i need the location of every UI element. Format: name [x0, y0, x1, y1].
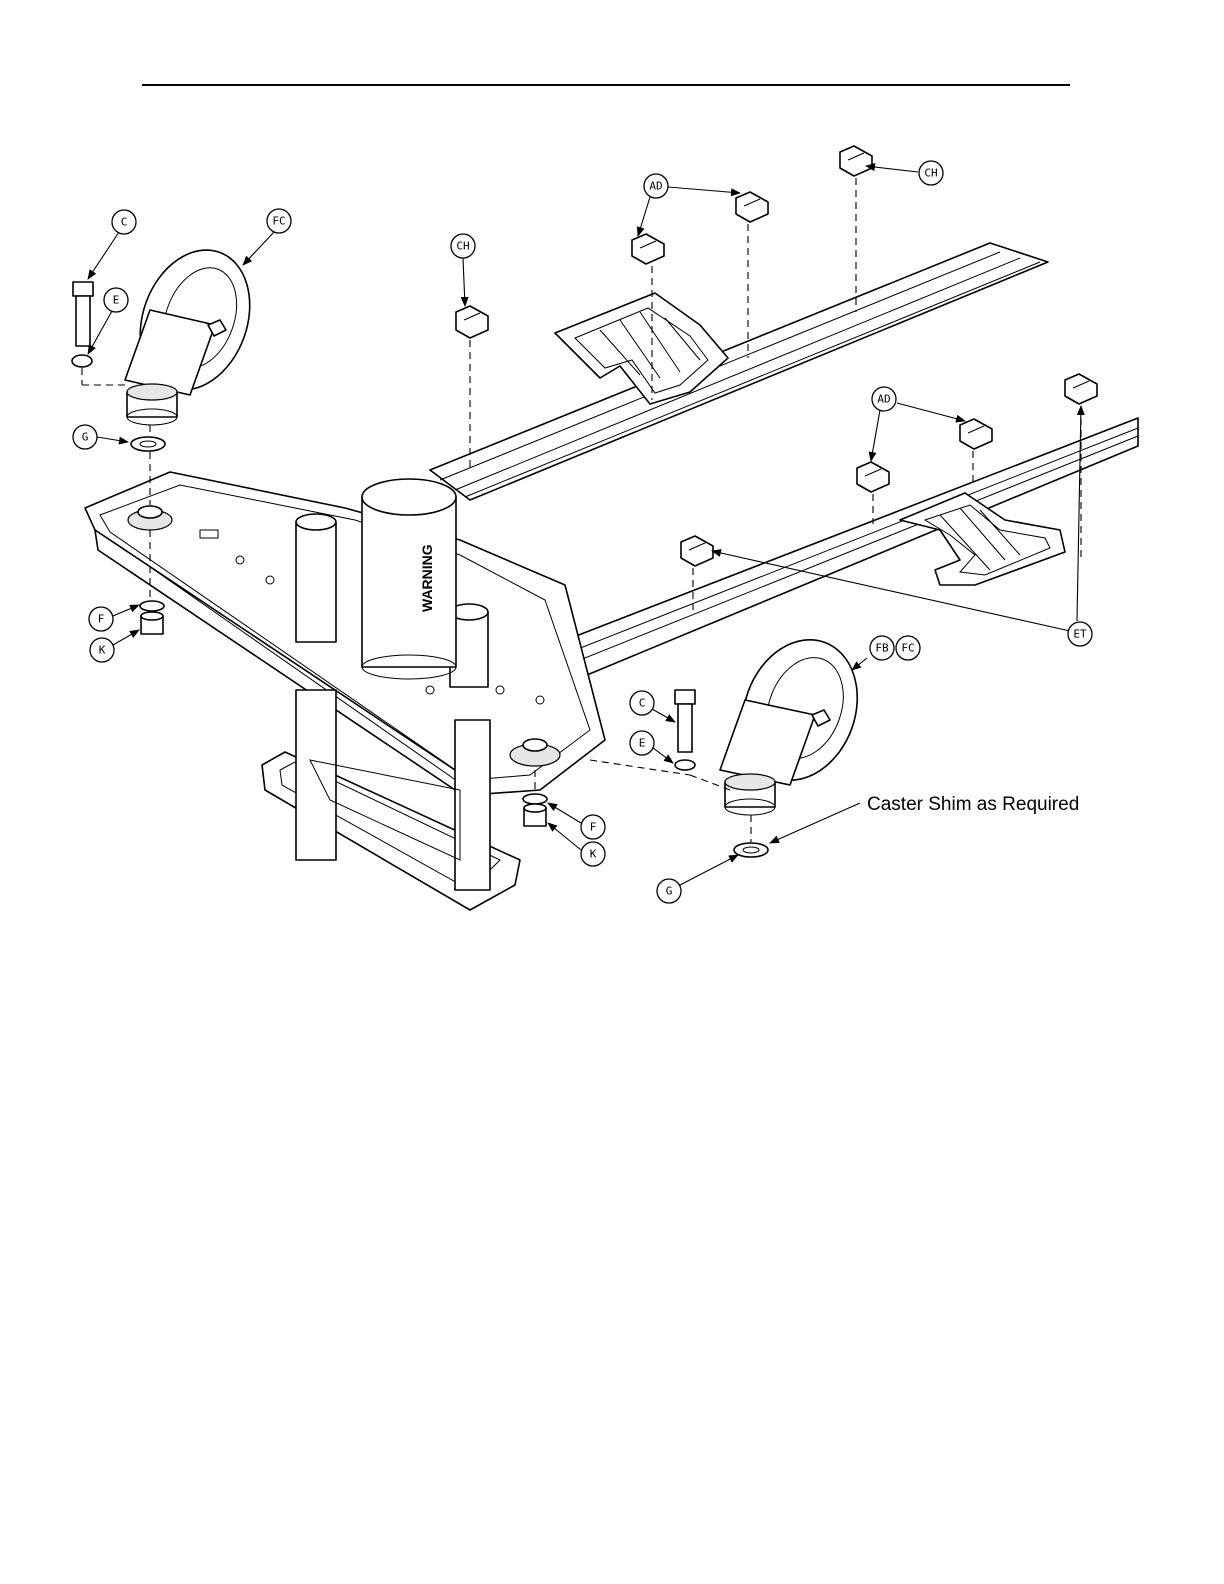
hardware-bolt-top [73, 282, 93, 346]
svg-text:C: C [639, 697, 646, 710]
svg-text:ET: ET [1073, 628, 1087, 641]
washer-f-center [523, 794, 547, 804]
washer-g-top [131, 437, 165, 451]
hardware-bolt-bottom [675, 690, 695, 752]
washer-f-left [140, 601, 164, 611]
callout-e-bottom: E [630, 731, 654, 755]
nut-k-center [524, 804, 546, 826]
svg-text:AD: AD [877, 393, 890, 406]
callout-c-top: C [112, 210, 136, 234]
callout-c-bottom: C [630, 691, 654, 715]
callout-k-left: K [90, 638, 114, 662]
svg-text:C: C [121, 216, 128, 229]
motor-cylinder: WARNING [362, 479, 456, 679]
svg-text:K: K [99, 644, 106, 657]
clip-ad-3 [857, 462, 889, 492]
callout-g-bottom: G [657, 879, 681, 903]
svg-text:G: G [666, 885, 673, 898]
nut-k-left [141, 612, 163, 634]
clip-et-1 [1065, 374, 1097, 404]
clip-ad-2 [736, 192, 768, 222]
callout-ad-mid: AD [872, 387, 896, 411]
callout-f-center: F [581, 815, 605, 839]
warning-label: WARNING [419, 544, 435, 612]
callout-ch-right: CH [919, 161, 943, 185]
callout-g-top: G [73, 425, 97, 449]
caster-shim-note: Caster Shim as Required [867, 794, 1079, 815]
svg-text:FC: FC [901, 642, 914, 655]
washer-e-bottom [675, 760, 695, 770]
svg-text:F: F [98, 613, 105, 626]
upper-rail [430, 243, 1048, 500]
clip-ad-1 [632, 234, 664, 264]
callout-k-center: K [581, 842, 605, 866]
svg-text:E: E [113, 294, 120, 307]
callout-e-top: E [104, 288, 128, 312]
callout-fc-top: FC [267, 209, 291, 233]
washer-g-bottom [734, 843, 768, 857]
callout-f-left: F [89, 607, 113, 631]
callout-fc-bottom: FC [896, 636, 920, 660]
clip-ad-4 [960, 419, 992, 449]
svg-text:G: G [82, 431, 89, 444]
svg-text:K: K [590, 848, 597, 861]
clip-ch-left [456, 306, 488, 338]
clip-et-2 [681, 536, 713, 566]
washer-e-top [72, 355, 92, 367]
svg-text:F: F [590, 821, 597, 834]
callout-fb: FB [870, 636, 894, 660]
callout-et: ET [1068, 622, 1092, 646]
callout-ad-top: AD [644, 174, 668, 198]
callout-ch-left: CH [451, 234, 475, 258]
svg-text:E: E [639, 737, 646, 750]
svg-text:FB: FB [875, 642, 889, 655]
svg-text:CH: CH [924, 167, 937, 180]
caster-right [720, 624, 876, 815]
svg-text:CH: CH [456, 240, 469, 253]
svg-text:AD: AD [649, 180, 662, 193]
svg-text:FC: FC [272, 215, 285, 228]
clip-ch-right [840, 146, 872, 176]
main-frame [85, 472, 605, 800]
caster-left [122, 235, 269, 425]
